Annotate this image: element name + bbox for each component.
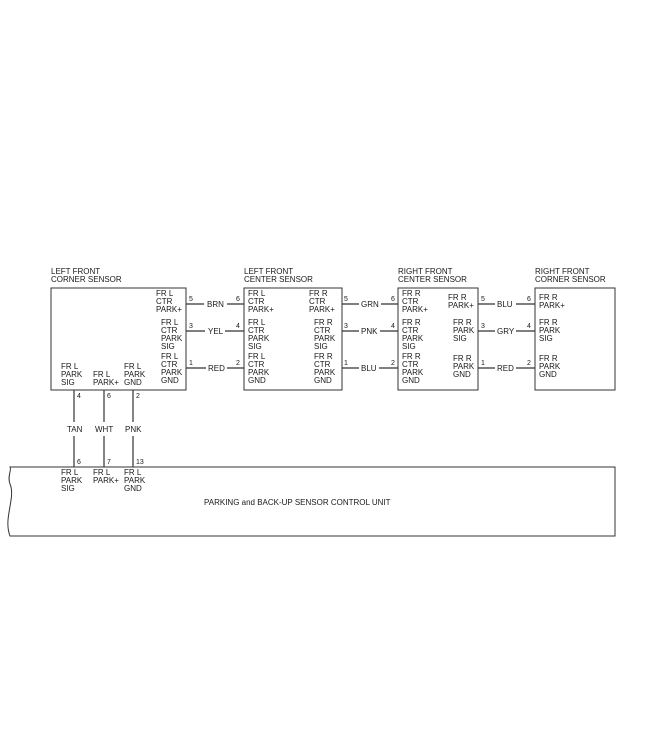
wire-color-label: RED bbox=[497, 364, 514, 373]
rfcs-l-park-sig-label: FR R CTR PARK SIG bbox=[402, 318, 425, 351]
lfc-box bbox=[50, 287, 187, 391]
lfc-park-sig-label: FR L CTR PARK SIG bbox=[161, 318, 184, 351]
wire-color-label: GRN bbox=[361, 300, 379, 309]
lfcs-r-park-sig-label: FR R CTR PARK SIG bbox=[314, 318, 337, 351]
lfcs-box bbox=[243, 287, 343, 391]
control-unit-box bbox=[7, 466, 616, 537]
pin-number: 1 bbox=[481, 360, 485, 367]
parking-sensor-control-unit: FR L PARK SIG FR L PARK+ FR L PARK GND P… bbox=[7, 466, 616, 537]
pin-number: 1 bbox=[189, 360, 193, 367]
wire-color-label: PNK bbox=[125, 425, 142, 434]
pin-number: 2 bbox=[391, 360, 395, 367]
wire-pnk: 3 PNK 4 bbox=[342, 323, 398, 336]
wire-yel: 3 YEL 4 bbox=[186, 323, 244, 336]
pin-number: 4 bbox=[391, 323, 395, 330]
rfc-park-sig-label: FR R PARK SIG bbox=[539, 318, 562, 343]
lfc-park-plus-label: FR L CTR PARK+ bbox=[156, 289, 182, 314]
wire-color-label: TAN bbox=[67, 425, 83, 434]
rfcs-l-park-plus-label: FR R CTR PARK+ bbox=[402, 289, 428, 314]
ctrl-plus-label: FR L PARK+ bbox=[93, 468, 119, 485]
pin-number: 4 bbox=[236, 323, 240, 330]
pin-number: 2 bbox=[527, 360, 531, 367]
wire-tan: 4 TAN 6 bbox=[67, 390, 83, 467]
rfc-park-plus-label: FR R PARK+ bbox=[539, 293, 565, 310]
wire-color-label: BLU bbox=[497, 300, 513, 309]
lfc-title: LEFT FRONT CORNER SENSOR bbox=[51, 267, 122, 284]
wire-blu-2: 5 BLU 6 bbox=[478, 296, 535, 309]
wire-red-2: 1 RED 2 bbox=[478, 360, 535, 373]
wire-color-label: BLU bbox=[361, 364, 377, 373]
rfc-box bbox=[534, 287, 616, 391]
wire-color-label: GRY bbox=[497, 327, 515, 336]
pin-number: 2 bbox=[136, 393, 140, 400]
pin-number: 7 bbox=[107, 459, 111, 466]
wire-blu: 1 BLU 2 bbox=[342, 360, 398, 373]
wire-color-label: PNK bbox=[361, 327, 378, 336]
lfcs-title: LEFT FRONT CENTER SENSOR bbox=[244, 267, 313, 284]
pin-number: 6 bbox=[527, 296, 531, 303]
pin-number: 4 bbox=[527, 323, 531, 330]
lfcs-l-park-sig-label: FR L CTR PARK SIG bbox=[248, 318, 271, 351]
pin-number: 3 bbox=[344, 323, 348, 330]
wire-color-label: RED bbox=[208, 364, 225, 373]
wire-color-label: BRN bbox=[207, 300, 224, 309]
wire-grn: 5 GRN 6 bbox=[342, 296, 398, 309]
lfc-park-gnd-label: FR L CTR PARK GND bbox=[161, 352, 184, 385]
lfc-bottom-plus-label: FR L PARK+ bbox=[93, 370, 119, 387]
pin-number: 1 bbox=[344, 360, 348, 367]
pin-number: 3 bbox=[189, 323, 193, 330]
control-unit-name: PARKING and BACK-UP SENSOR CONTROL UNIT bbox=[204, 498, 391, 507]
pin-number: 6 bbox=[107, 393, 111, 400]
wire-pnk-2: 2 PNK 13 bbox=[125, 390, 144, 467]
pin-number: 6 bbox=[391, 296, 395, 303]
wire-color-label: YEL bbox=[208, 327, 224, 336]
pin-number: 5 bbox=[344, 296, 348, 303]
pin-number: 6 bbox=[77, 459, 81, 466]
rfc-park-gnd-label: FR R PARK GND bbox=[539, 354, 562, 379]
pin-number: 6 bbox=[236, 296, 240, 303]
pin-number: 5 bbox=[189, 296, 193, 303]
ctrl-sig-label: FR L PARK SIG bbox=[61, 468, 84, 493]
rfcs-r-park-gnd-label: FR R PARK GND bbox=[453, 354, 476, 379]
left-front-center-sensor: LEFT FRONT CENTER SENSOR FR L CTR PARK+ … bbox=[243, 267, 343, 391]
wire-gry: 3 GRY 4 bbox=[478, 323, 535, 336]
pin-number: 5 bbox=[481, 296, 485, 303]
pin-number: 3 bbox=[481, 323, 485, 330]
rfcs-r-park-plus-label: FR R PARK+ bbox=[448, 293, 474, 310]
pin-number: 4 bbox=[77, 393, 81, 400]
left-front-corner-sensor: LEFT FRONT CORNER SENSOR FR L CTR PARK+ … bbox=[50, 267, 187, 391]
wire-red: 1 RED 2 bbox=[186, 360, 244, 373]
wire-wht: 6 WHT 7 bbox=[95, 390, 113, 467]
lfcs-r-park-plus-label: FR R CTR PARK+ bbox=[309, 289, 335, 314]
rfc-title: RIGHT FRONT CORNER SENSOR bbox=[535, 267, 606, 284]
rfcs-title: RIGHT FRONT CENTER SENSOR bbox=[398, 267, 467, 284]
wire-brn: 5 BRN 6 bbox=[186, 296, 244, 309]
lfcs-r-park-gnd-label: FR R CTR PARK GND bbox=[314, 352, 337, 385]
lfcs-l-park-gnd-label: FR L CTR PARK GND bbox=[248, 352, 271, 385]
lfcs-l-park-plus-label: FR L CTR PARK+ bbox=[248, 289, 274, 314]
rfcs-r-park-sig-label: FR R PARK SIG bbox=[453, 318, 476, 343]
rfcs-box bbox=[397, 287, 479, 391]
lfc-bottom-sig-label: FR L PARK SIG bbox=[61, 362, 84, 387]
wire-color-label: WHT bbox=[95, 425, 113, 434]
right-front-corner-sensor: RIGHT FRONT CORNER SENSOR FR R PARK+ FR … bbox=[534, 267, 616, 391]
ctrl-gnd-label: FR L PARK GND bbox=[124, 468, 147, 493]
lfc-bottom-gnd-label: FR L PARK GND bbox=[124, 362, 147, 387]
right-front-center-sensor: RIGHT FRONT CENTER SENSOR FR R CTR PARK+… bbox=[397, 267, 479, 391]
rfcs-l-park-gnd-label: FR R CTR PARK GND bbox=[402, 352, 425, 385]
pin-number: 2 bbox=[236, 360, 240, 367]
pin-number: 13 bbox=[136, 459, 144, 466]
